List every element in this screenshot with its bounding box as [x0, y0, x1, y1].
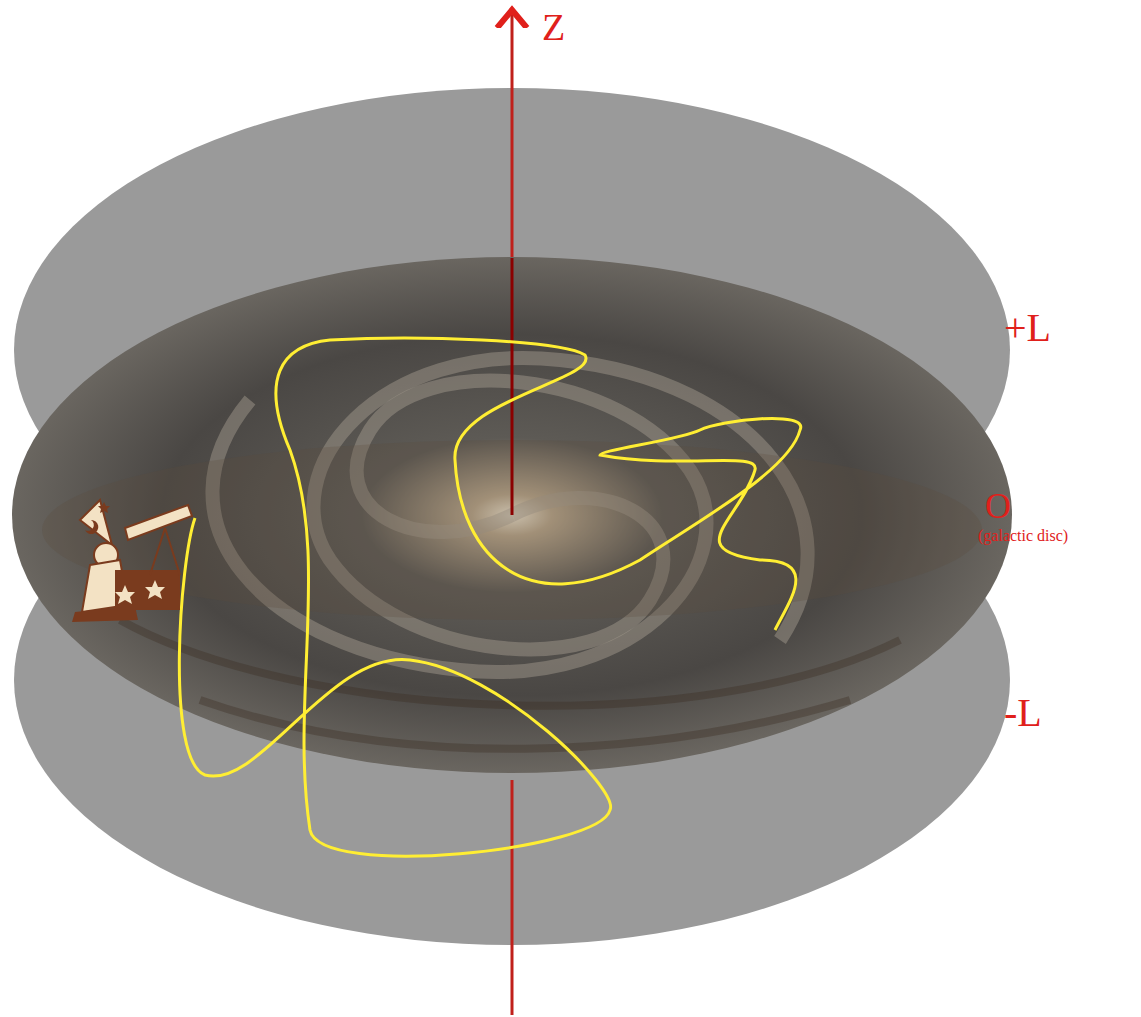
z-axis-inner — [511, 258, 514, 515]
galactic-disc — [12, 257, 1012, 773]
origin-label: O — [985, 488, 1011, 524]
z-axis-lower — [511, 780, 514, 1015]
z-axis-upper — [511, 10, 514, 258]
astronomer-icon — [72, 500, 192, 622]
axis-label: Z — [542, 8, 565, 46]
boundary-label: +L — [1004, 308, 1051, 348]
plane-note: (galactic disc) — [978, 528, 1068, 544]
boundary-label: -L — [1004, 693, 1042, 733]
trajectory-curve — [179, 338, 800, 856]
dust-lanes — [120, 620, 900, 749]
